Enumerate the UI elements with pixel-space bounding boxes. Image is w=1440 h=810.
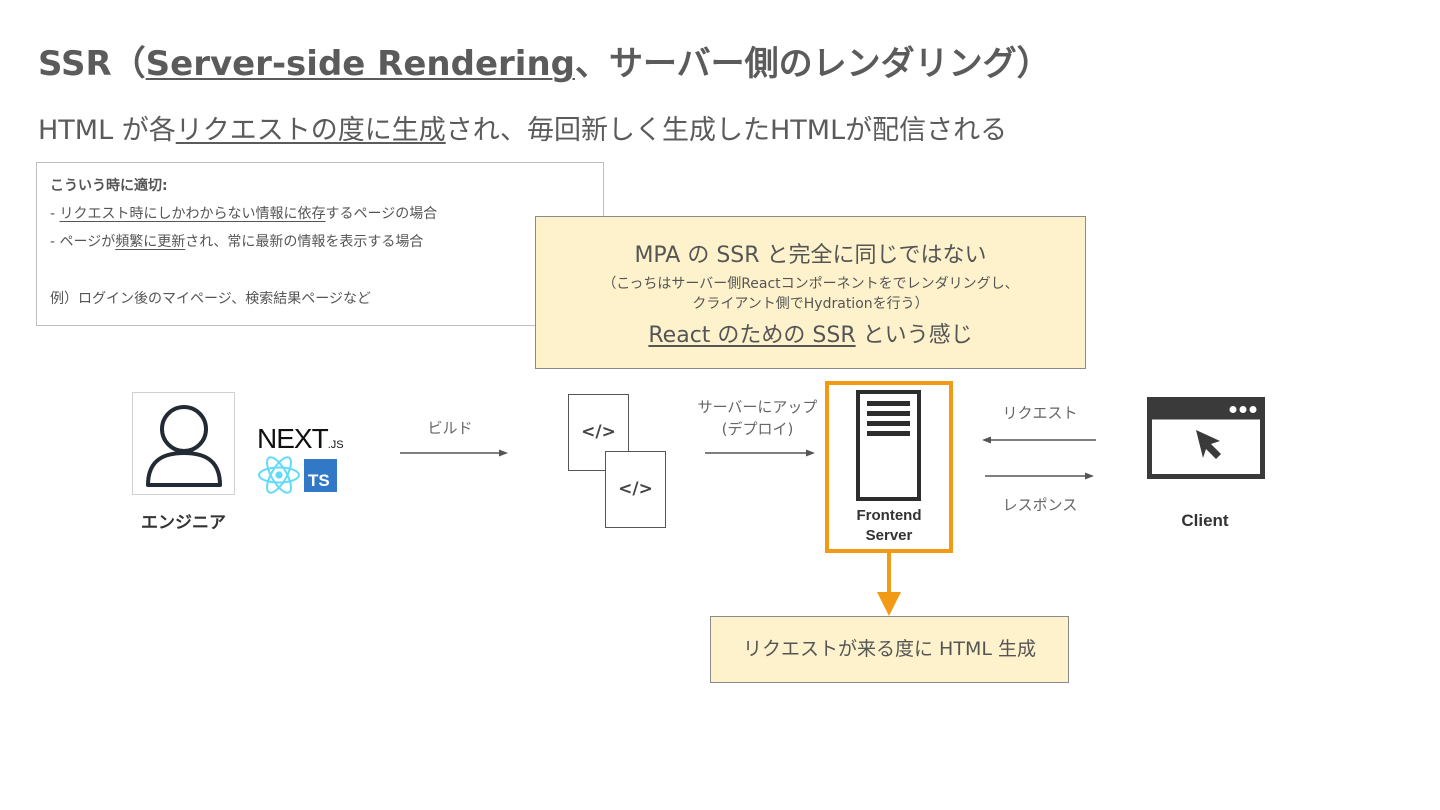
react-icon — [258, 456, 300, 494]
person-icon — [146, 405, 222, 487]
nextjs-logo: NEXT.JS — [257, 423, 344, 454]
deploy-arrow-icon — [705, 449, 815, 457]
slide-title: SSR（Server-side Rendering、サーバー側のレンダリング） — [38, 44, 1051, 84]
typescript-icon: TS — [304, 459, 337, 492]
use-case-example: 例）ログイン後のマイページ、検索結果ページなど — [50, 291, 372, 307]
ssr-note-box: MPA の SSR と完全に同じではない （こっちはサーバー側Reactコンポー… — [535, 216, 1086, 369]
note-detail-line: クライアント側でHydrationを行う） — [692, 296, 929, 312]
request-arrow-icon — [982, 436, 1096, 444]
client-label: Client — [1181, 511, 1229, 530]
note-detail-line: （こっちはサーバー側Reactコンポーネントをでレンダリングし、 — [602, 276, 1019, 292]
deploy-label: (デプロイ) — [721, 420, 794, 438]
build-arrow-icon — [400, 449, 508, 457]
engineer-icon-frame — [132, 392, 235, 495]
engineer-label: エンジニア — [141, 513, 226, 532]
note-main-text: MPA の SSR と完全に同じではない — [634, 243, 987, 268]
note-bottom-text: React のための SSR という感じ — [648, 323, 973, 348]
code-file-icon: </> — [605, 451, 666, 528]
build-label: ビルド — [427, 419, 473, 437]
browser-window-icon — [1147, 397, 1265, 479]
cursor-icon — [1196, 430, 1221, 459]
use-case-heading: こういう時に適切: — [50, 178, 168, 194]
html-generation-box: リクエストが来る度に HTML 生成 — [710, 616, 1069, 683]
use-case-item: - リクエスト時にしかわからない情報に依存するページの場合 — [50, 206, 438, 222]
deploy-label: サーバーにアップ — [697, 398, 818, 416]
server-icon — [856, 390, 921, 501]
server-label: Frontend Server — [856, 507, 922, 544]
generate-arrow-icon — [877, 552, 901, 616]
use-case-item: - ページが頻繁に更新され、常に最新の情報を表示する場合 — [50, 234, 424, 250]
response-label: レスポンス — [1002, 496, 1078, 514]
response-arrow-icon — [985, 472, 1094, 480]
slide-subtitle: HTML が各リクエストの度に生成され、毎回新しく生成したHTMLが配信される — [38, 115, 1008, 146]
request-label: リクエスト — [1002, 404, 1078, 422]
use-case-box: こういう時に適切: - リクエスト時にしかわからない情報に依存するページの場合 … — [36, 162, 604, 326]
